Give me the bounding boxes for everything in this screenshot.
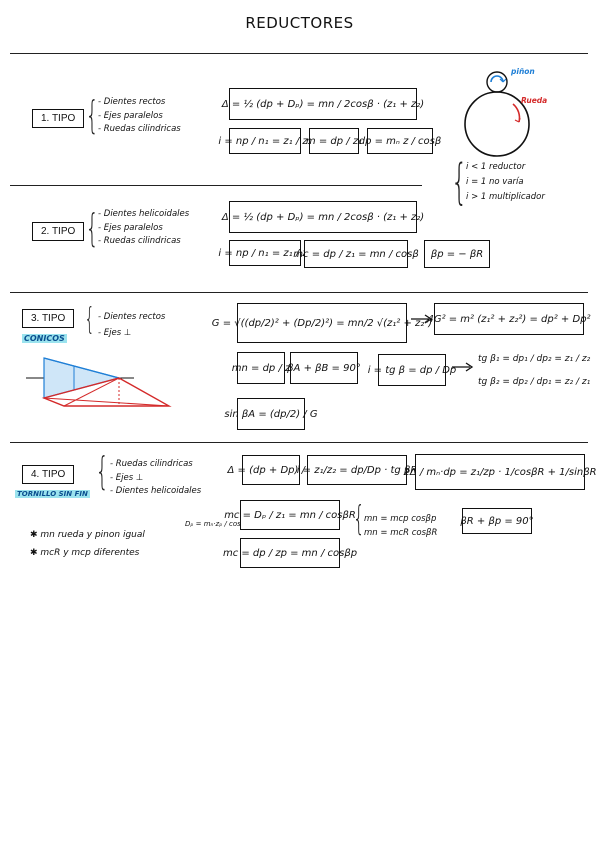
formula-pitch-diameter: dp = mₙ z / cosβ — [359, 128, 441, 154]
formula-ratio: i = np / n₁ = z₁ / z₂ — [218, 128, 312, 154]
brace-icon: { — [450, 154, 468, 210]
gear-diagram — [464, 71, 530, 157]
section-1-items: - Dientes rectos - Ejes paralelos - Rued… — [98, 96, 181, 137]
formula-cone-distance: G = √((dp/2)² + (Dp/2)²) = mn/2 √(z₁² + … — [212, 303, 432, 343]
section-1-label: 1. TIPO — [32, 109, 85, 128]
condition-multiplier: i > 1 multiplicador — [466, 192, 545, 202]
formula-circular-module-pinion: mc = dp / zp = mn / cosβp — [223, 538, 357, 568]
pinion-label: piñon — [511, 67, 535, 76]
formula-tan-1: tg β₁ = dp₁ / dp₂ = z₁ / z₂ — [478, 354, 591, 364]
list-item: - Ruedas cilindricas — [98, 124, 181, 134]
divider — [10, 292, 588, 293]
formula-wheel-diameter: Dₚ = mₙ·zₚ / cosβR — [185, 520, 251, 528]
formula-mn-wheel: mn = mcR cosβR — [364, 528, 438, 538]
section-3-items: - Dientes rectos - Ejes ⊥ — [98, 309, 165, 341]
formula-distance: Δ = ½ (dp + Dₚ) = mn / 2cosβ · (z₁ + z₂) — [222, 201, 424, 233]
wheel-label: Rueda — [521, 96, 548, 105]
list-item: - Ejes paralelos — [98, 110, 163, 121]
divider — [10, 185, 422, 186]
formula-distance: Δ = (dp + Dp) / 2 — [228, 455, 314, 485]
section-2-label: 2. TIPO — [32, 222, 85, 241]
note-module-equal: ✱ mn rueda y pinon igual — [30, 530, 145, 540]
formula-ratio: i = tg β = dp / Dp — [368, 354, 456, 386]
brace-icon: { — [95, 449, 109, 493]
list-item: - Dientes rectos — [98, 312, 166, 322]
ratio-conditions: i < 1 reductor i = 1 no varía i > 1 mult… — [466, 160, 545, 205]
condition-reducer: i < 1 reductor — [466, 162, 526, 172]
list-item: - Dientes helicoidales — [98, 209, 190, 219]
formula-ratio: i = z₁/z₂ = dp/Dp · tg βR — [297, 455, 417, 485]
brace-icon: { — [84, 302, 95, 337]
formula-cone-squared: 4G² = m² (z₁² + z₂²) = dp² + Dp² — [427, 303, 591, 335]
brace-icon: { — [352, 499, 365, 539]
arrow-icon — [452, 362, 474, 372]
formula-double-distance: 2Δ / mₙ·dp = z₁/zp · 1/cosβR + 1/sinβR — [403, 454, 597, 490]
section-3-sub: CONICOS — [22, 334, 67, 343]
formula-angle-sum: βA + βB = 90° — [287, 352, 361, 384]
divider — [10, 53, 588, 54]
section-4-sub: TORNILLO SIN FIN — [15, 490, 90, 498]
formula-angle-sum: βR + βp = 90° — [460, 508, 534, 534]
arrow-icon — [411, 314, 433, 324]
brace-icon: { — [85, 93, 99, 137]
formula-mn-pinion: mn = mcp cosβp — [364, 514, 437, 524]
list-item: - Ruedas cilindricas — [98, 236, 181, 246]
section-2-items: - Dientes helicoidales - Ejes paralelos … — [98, 208, 189, 249]
list-item: - Ejes paralelos — [98, 222, 163, 233]
list-item: - Ruedas cilindricas — [110, 459, 193, 469]
formula-distance: Δ = ½ (dp + Dₚ) = mn / 2cosβ · (z₁ + z₂) — [222, 88, 424, 120]
formula-tan-2: tg β₂ = dp₂ / dp₁ = z₂ / z₁ — [478, 377, 591, 387]
list-item: - Dientes helicoidales — [110, 486, 202, 496]
bevel-gear-diagram — [26, 357, 172, 407]
section-4-label: 4. TIPO — [22, 465, 75, 484]
module-relations: mn = mcp cosβp mn = mcR cosβR — [364, 512, 437, 540]
formula-helix-angle: βp = − βR — [424, 240, 490, 268]
list-item: - Ejes ⊥ — [98, 328, 132, 338]
formula-circular-module-wheel: mc = Dₚ / z₁ = mn / cosβR — [224, 500, 356, 530]
formula-module: mn = dp / z — [232, 352, 290, 384]
brace-icon: { — [85, 206, 99, 250]
formula-ratio: i = np / n₁ = z₁ / z₂ — [218, 240, 312, 266]
page-title: REDUCTORES — [245, 14, 354, 32]
divider — [10, 442, 588, 443]
list-item: - Dientes rectos — [98, 97, 166, 107]
note-module-different: ✱ mcR y mcp diferentes — [30, 548, 140, 558]
section-3-label: 3. TIPO — [22, 309, 75, 328]
section-4-items: - Ruedas cilindricas - Ejes ⊥ - Dientes … — [110, 458, 201, 499]
list-item: - Ejes ⊥ — [110, 472, 144, 483]
formula-circular-module: mc = dp / z₁ = mn / cosβ — [293, 240, 419, 268]
formula-sine: sin βA = (dp/2) / G — [224, 398, 318, 430]
formula-module: m = dp / z₁ — [306, 128, 362, 154]
condition-equal: i = 1 no varía — [466, 177, 524, 187]
